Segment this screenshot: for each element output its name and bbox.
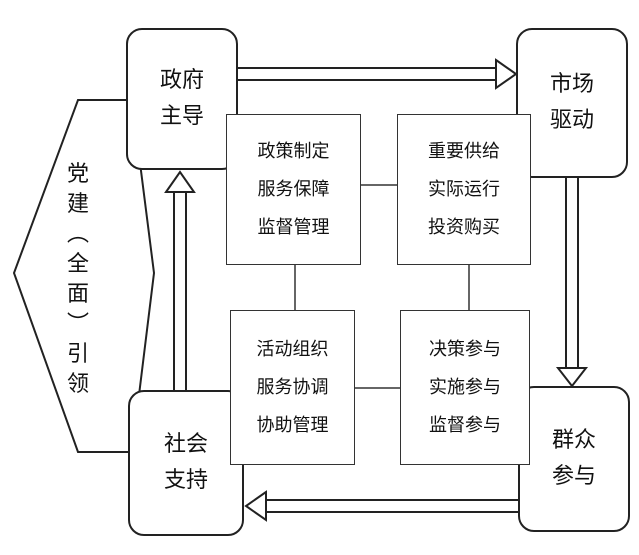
node-label: 社会 xyxy=(163,432,208,457)
node-government: 政府 主导 xyxy=(126,28,238,170)
box-line: 服务协调 xyxy=(256,376,329,398)
box-line: 服务保障 xyxy=(257,178,330,200)
arrow-masses-to-society xyxy=(244,490,520,522)
box-government-roles: 政策制定 服务保障 监督管理 xyxy=(226,114,361,265)
box-line: 监督管理 xyxy=(257,216,330,238)
banner-char: 领 xyxy=(66,372,89,397)
box-line: 活动组织 xyxy=(256,338,329,360)
box-line: 投资购买 xyxy=(428,216,500,238)
arrow-gov-to-market xyxy=(238,58,518,90)
box-line: 实施参与 xyxy=(429,376,501,398)
left-banner-text: 党 建 ︵ 全 面 ︶ 引 领 xyxy=(50,160,106,400)
banner-char: 建 xyxy=(66,192,89,217)
box-masses-roles: 决策参与 实施参与 监督参与 xyxy=(400,310,530,465)
banner-char: 全 xyxy=(66,252,89,277)
node-masses: 群众 参与 xyxy=(518,386,630,532)
node-label: 主导 xyxy=(159,104,204,129)
banner-char: 党 xyxy=(66,162,89,187)
node-market: 市场 驱动 xyxy=(516,28,628,178)
box-society-roles: 活动组织 服务协调 协助管理 xyxy=(230,310,355,465)
node-label: 驱动 xyxy=(549,108,594,133)
arrow-society-to-gov xyxy=(164,170,196,390)
banner-char: 面 xyxy=(66,282,89,307)
box-line: 监督参与 xyxy=(429,414,501,436)
banner-char: ︵ xyxy=(66,222,89,247)
box-line: 政策制定 xyxy=(257,140,330,162)
box-market-roles: 重要供给 实际运行 投资购买 xyxy=(397,114,531,265)
node-label: 政府 xyxy=(159,68,204,93)
box-line: 实际运行 xyxy=(428,178,500,200)
node-society: 社会 支持 xyxy=(128,390,244,536)
node-label: 群众 xyxy=(551,428,596,453)
banner-char: ︶ xyxy=(66,312,89,337)
box-line: 决策参与 xyxy=(429,338,501,360)
node-label: 支持 xyxy=(163,468,208,493)
box-line: 协助管理 xyxy=(256,414,329,436)
box-line: 重要供给 xyxy=(428,140,500,162)
banner-char: 引 xyxy=(66,342,89,367)
node-label: 市场 xyxy=(549,72,594,97)
node-label: 参与 xyxy=(551,464,596,489)
arrow-market-to-masses xyxy=(555,178,589,388)
